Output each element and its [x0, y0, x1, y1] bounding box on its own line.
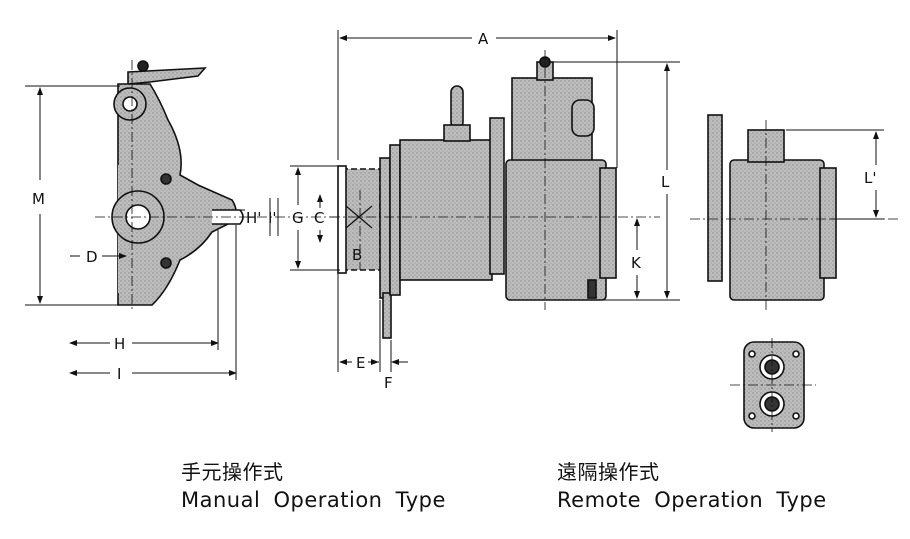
caption-manual-cjk: 手元操作式	[181, 460, 284, 484]
centerlines-front	[330, 50, 660, 310]
caption-remote-en: Remote Operation Type	[557, 488, 827, 512]
port-marker	[345, 205, 373, 229]
front-view	[337, 56, 617, 339]
caption-remote-cjk: 遠隔操作式	[557, 460, 660, 484]
centerlines-left	[95, 60, 345, 310]
dim-label-F: F	[384, 374, 393, 392]
dim-label-D: D	[86, 248, 98, 266]
dim-label-I: I	[117, 365, 121, 383]
dim-label-G: G	[292, 209, 304, 227]
dim-label-I-prime: I'	[268, 209, 277, 227]
dimension-lines-front	[290, 30, 680, 372]
dim-label-C: C	[314, 209, 324, 227]
dim-label-H-prime: H'	[246, 209, 261, 227]
dim-label-M: M	[32, 190, 45, 208]
dim-label-L: L	[661, 173, 670, 191]
dim-label-E: E	[356, 354, 365, 372]
dim-label-B: B	[352, 246, 362, 264]
dimension-lines-left	[25, 85, 279, 380]
dim-label-A: A	[478, 30, 489, 48]
dim-label-H: H	[114, 335, 125, 353]
dim-label-K: K	[631, 254, 642, 272]
caption-manual-en: Manual Operation Type	[181, 488, 446, 512]
dimension-lines-remote	[786, 129, 884, 220]
dim-label-L-prime: L'	[864, 169, 876, 187]
